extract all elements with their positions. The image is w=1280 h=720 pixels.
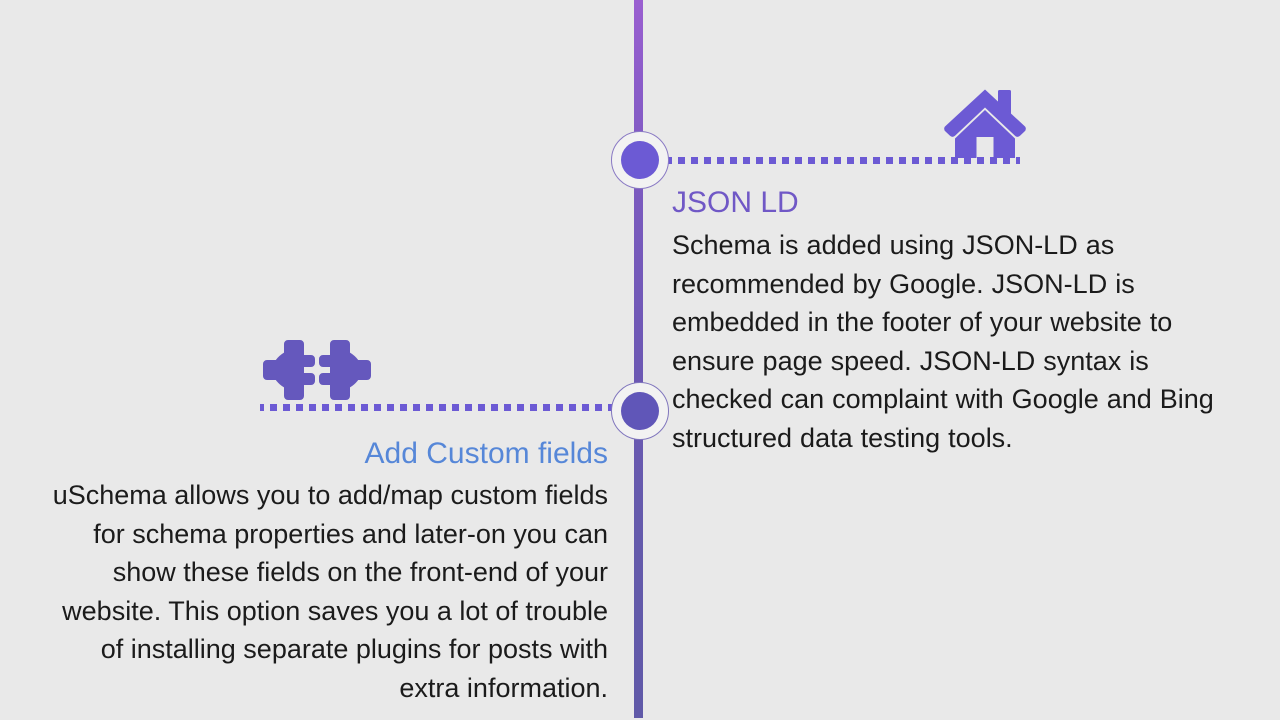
- content-block-json-ld: JSON LD Schema is added using JSON-LD as…: [672, 183, 1244, 457]
- home-icon: [944, 88, 1026, 160]
- timeline-node-json-ld[interactable]: [611, 131, 669, 189]
- dotted-connector-right: [665, 157, 1020, 164]
- heading-json-ld: JSON LD: [672, 186, 799, 219]
- content-block-add-custom-fields: Add Custom fields uSchema allows you to …: [34, 433, 608, 707]
- plugin-icon: [258, 336, 376, 406]
- timeline-node-add-custom-fields[interactable]: [611, 382, 669, 440]
- bottom-edge-strip: [0, 718, 1280, 720]
- body-json-ld: Schema is added using JSON-LD as recomme…: [672, 230, 1214, 453]
- heading-add-custom-fields: Add Custom fields: [364, 437, 608, 470]
- timeline-spine: [634, 0, 643, 720]
- body-add-custom-fields: uSchema allows you to add/map custom fie…: [52, 480, 608, 703]
- dotted-connector-left: [260, 404, 615, 411]
